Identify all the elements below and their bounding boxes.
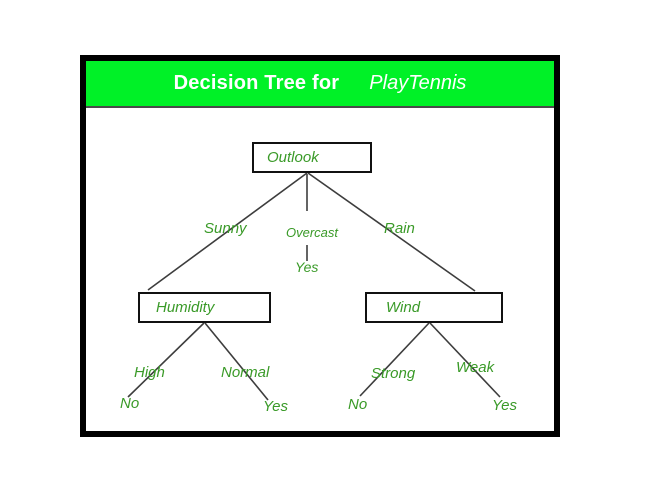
- node-outlook-label: Outlook: [267, 149, 319, 166]
- branch-label-strong: Strong: [371, 365, 416, 382]
- branch-label-normal: Normal: [221, 364, 270, 381]
- branch-label-weak: Weak: [456, 359, 495, 376]
- branch-label-rain: Rain: [384, 220, 415, 237]
- node-wind: Wind: [365, 292, 503, 323]
- node-humidity-label: Humidity: [156, 299, 215, 316]
- title-subject-text: PlayTennis: [369, 72, 467, 94]
- title-text: Decision Tree for: [173, 72, 340, 94]
- node-wind-label: Wind: [386, 299, 421, 316]
- branch-label-sunny: Sunny: [204, 220, 247, 237]
- leaf-label-high-no: No: [120, 395, 140, 412]
- node-humidity: Humidity: [138, 292, 271, 323]
- leaf-label-normal-yes: Yes: [263, 398, 289, 415]
- leaf-label-overcast-yes: Yes: [295, 259, 319, 275]
- title-bar: Decision Tree for PlayTennis: [86, 61, 554, 108]
- leaf-label-weak-yes: Yes: [492, 397, 518, 414]
- branch-label-overcast: Overcast: [286, 225, 339, 240]
- branch-label-high: High: [134, 364, 165, 381]
- node-outlook: Outlook: [252, 142, 372, 173]
- leaf-label-strong-no: No: [348, 396, 368, 413]
